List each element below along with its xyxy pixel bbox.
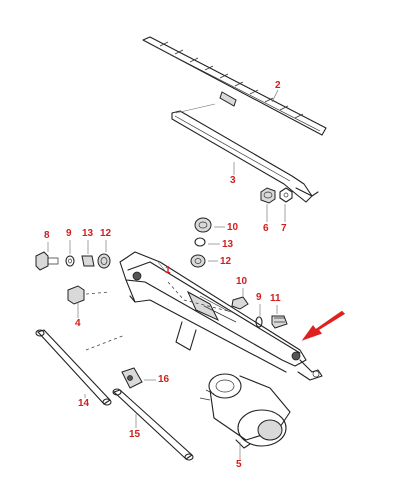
callout-12-left: 12 bbox=[100, 228, 112, 239]
callout-5: 5 bbox=[236, 459, 242, 470]
pivot-4 bbox=[67, 285, 111, 305]
linkage-frame-1 bbox=[119, 251, 323, 381]
callout-4: 4 bbox=[75, 318, 81, 329]
callout-15: 15 bbox=[129, 429, 141, 440]
callout-2: 2 bbox=[275, 80, 281, 91]
crank-16 bbox=[121, 367, 143, 389]
callout-13-left: 13 bbox=[82, 228, 94, 239]
bushing-10-right bbox=[231, 296, 249, 310]
cap-7 bbox=[279, 187, 293, 203]
bolt-8 bbox=[35, 251, 59, 271]
bolt-11 bbox=[271, 315, 288, 329]
leader-lines bbox=[47, 89, 286, 460]
bushing-12-top bbox=[190, 254, 206, 268]
callout-3: 3 bbox=[230, 175, 236, 186]
link-rod-15 bbox=[112, 388, 194, 461]
wiper-motor-5 bbox=[199, 373, 291, 449]
wiper-arm bbox=[171, 103, 319, 203]
nut-6 bbox=[260, 187, 276, 204]
bushing-13-top bbox=[194, 237, 206, 247]
link-rod-14 bbox=[35, 329, 126, 406]
callout-13-top: 13 bbox=[222, 239, 234, 250]
wiper-blade bbox=[142, 36, 327, 136]
callout-1: 1 bbox=[165, 265, 171, 276]
callout-12-top: 12 bbox=[220, 256, 232, 267]
indicator-arrow bbox=[298, 309, 347, 344]
bushing-12-left bbox=[97, 253, 111, 269]
bushing-10-top bbox=[194, 217, 212, 233]
washer-9-right bbox=[255, 316, 263, 328]
callout-6: 6 bbox=[263, 223, 269, 234]
callout-11: 11 bbox=[270, 293, 281, 304]
callout-9-left: 9 bbox=[66, 228, 72, 239]
callout-8: 8 bbox=[44, 230, 50, 241]
callout-10-top: 10 bbox=[227, 222, 239, 233]
callout-16: 16 bbox=[158, 374, 170, 385]
callout-14: 14 bbox=[78, 398, 90, 409]
callout-7: 7 bbox=[281, 223, 287, 234]
callout-10-right: 10 bbox=[236, 276, 248, 287]
washer-9-left bbox=[65, 255, 75, 267]
bushing-13-left bbox=[81, 255, 95, 267]
callout-9-right: 9 bbox=[256, 292, 262, 303]
